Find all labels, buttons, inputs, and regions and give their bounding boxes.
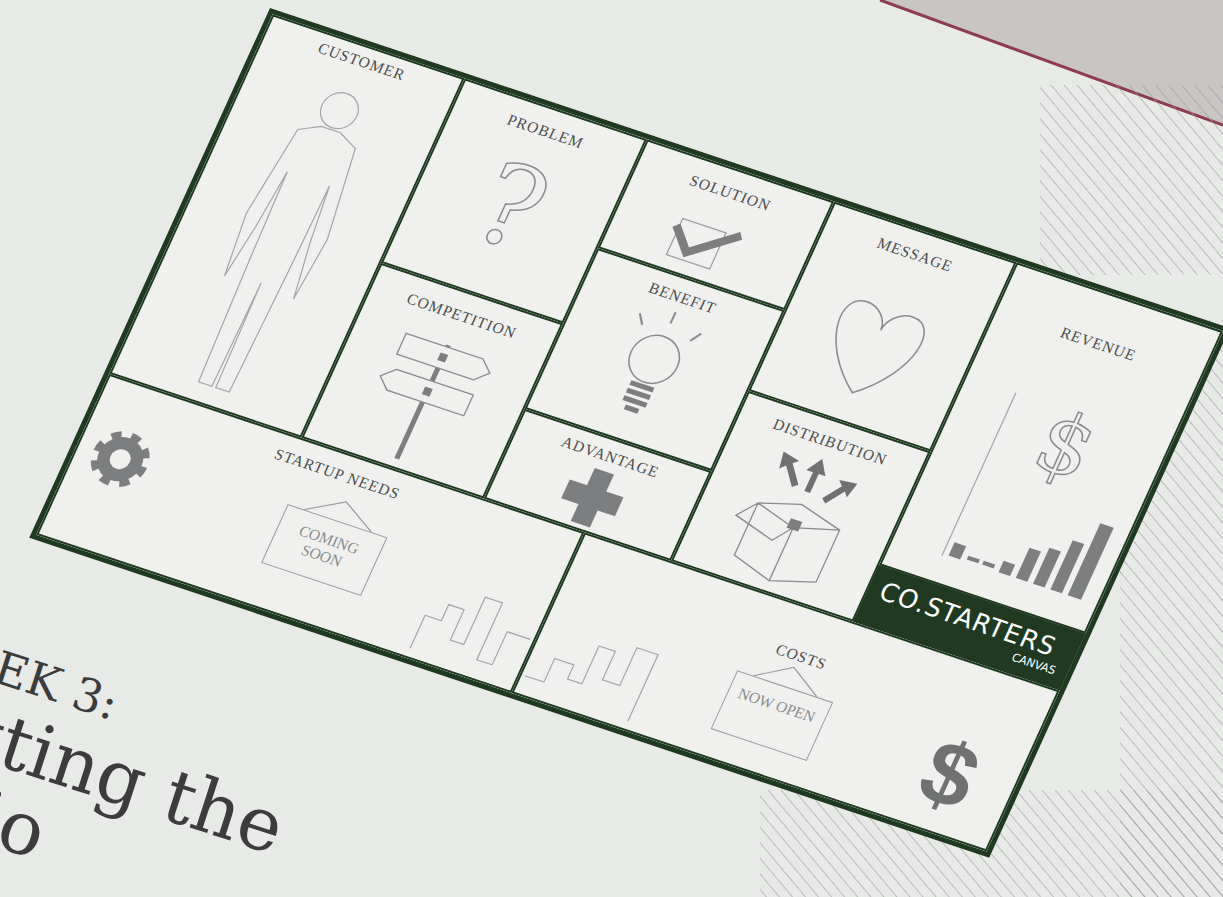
panel-heading: CUSTOMER	[264, 23, 459, 102]
panel-heading: MESSAGE	[822, 217, 1008, 293]
panel-heading: SOLUTION	[635, 155, 826, 232]
page-heading: EK 3:tting thetio	[0, 640, 384, 897]
hatch-area	[1040, 85, 1223, 275]
panel-heading: REVENUE	[993, 303, 1203, 387]
